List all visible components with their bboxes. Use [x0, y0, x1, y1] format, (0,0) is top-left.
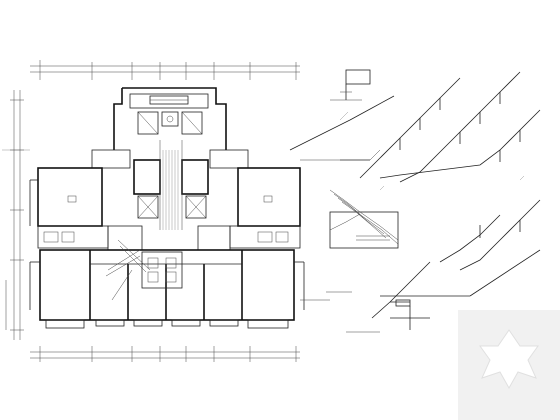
star-badge-icon: [458, 310, 560, 420]
floor-plan: [29, 87, 305, 329]
dimension-lines: [2, 60, 300, 362]
riser-diagram: [289, 69, 541, 333]
